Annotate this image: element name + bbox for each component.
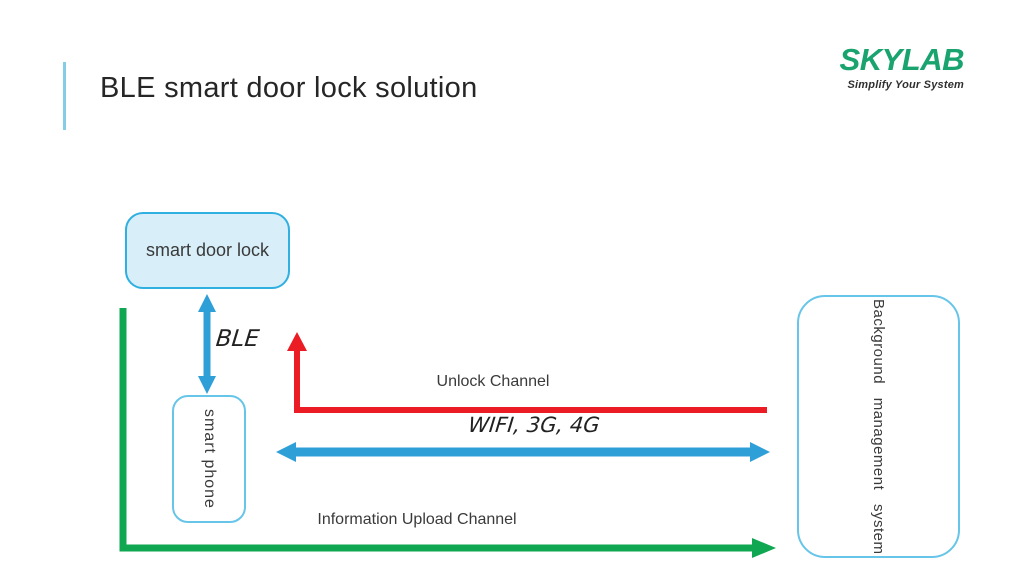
wifi-arrow-head-right-icon (750, 442, 770, 462)
node-background-management-system: Background management system (797, 295, 960, 558)
node-smart-door-lock: smart door lock (125, 212, 290, 289)
unlock-channel-label: Unlock Channel (436, 373, 550, 390)
page-title: BLE smart door lock solution (100, 72, 478, 104)
wifi-connection-label: WIFI, 3G, 4G (467, 413, 601, 437)
logo-tagline: Simplify Your System (847, 79, 964, 91)
unlock-channel-arrow-head-icon (287, 332, 307, 351)
wifi-arrow-head-left-icon (276, 442, 296, 462)
upload-channel-line (119, 308, 753, 552)
unlock-channel-line (294, 348, 767, 413)
node-smart-phone-label: smart phone (201, 409, 218, 509)
node-smart-phone: smart phone (172, 395, 246, 523)
ble-arrow-head-up-icon (198, 294, 216, 312)
ble-arrow-head-down-icon (198, 376, 216, 394)
title-accent-bar (63, 62, 66, 130)
node-background-management-system-label: Background management system (870, 298, 887, 555)
ble-connection-label: BLE (214, 326, 261, 352)
upload-channel-label: Information Upload Channel (317, 511, 517, 528)
node-smart-door-lock-label: smart door lock (145, 240, 270, 260)
skylab-logo: SKYLAB Simplify Your System (832, 42, 965, 92)
logo-brand-text: SKYLAB (839, 42, 965, 77)
upload-channel-arrow-head-icon (752, 538, 776, 558)
